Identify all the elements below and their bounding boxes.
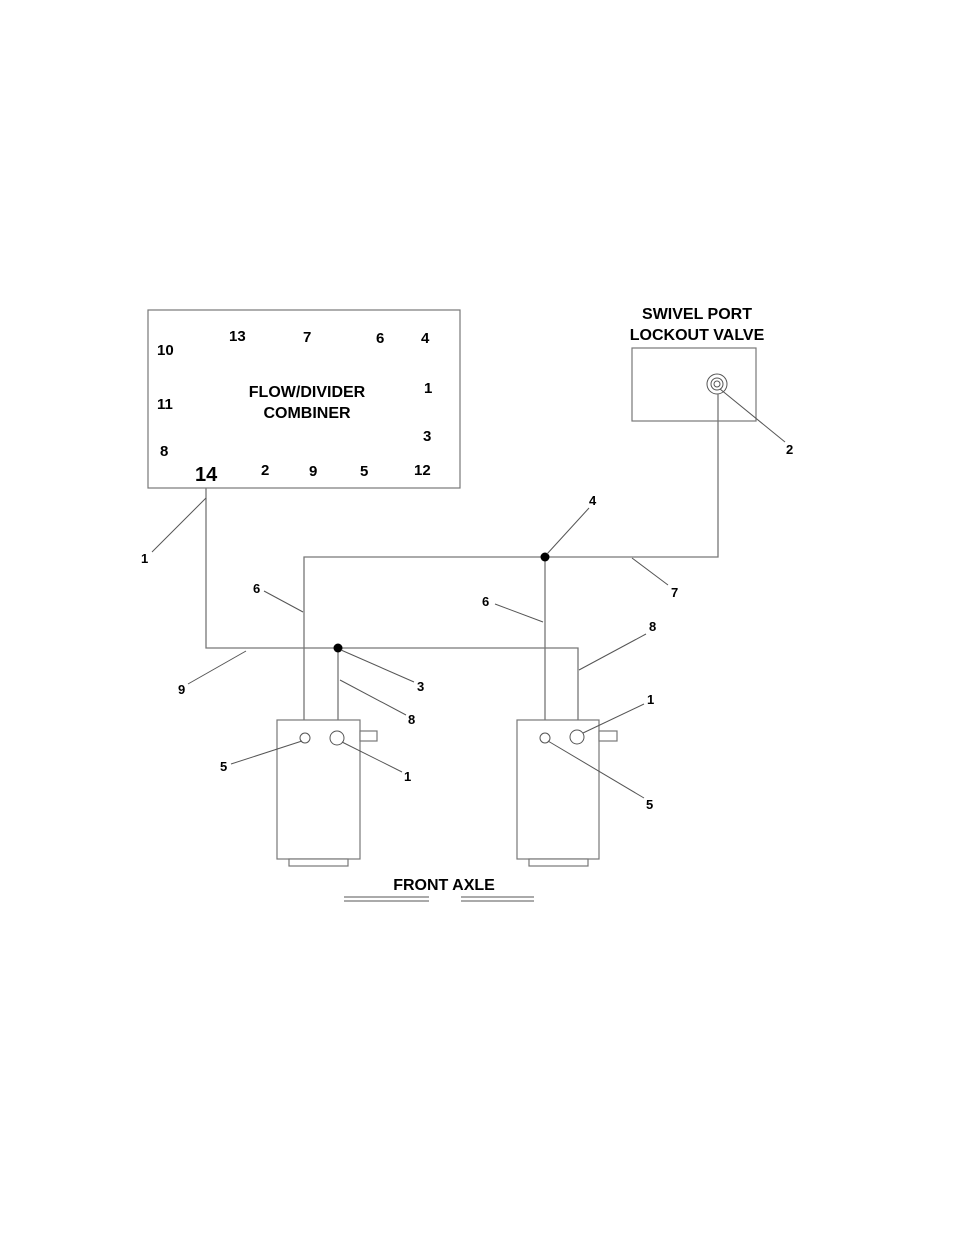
callout-hose-9: 9 [178, 682, 185, 697]
leader-9-hose [188, 651, 246, 684]
callout-valve-port-2: 2 [786, 442, 793, 457]
callout-hose-8-right: 8 [649, 619, 656, 634]
callout-hose-7: 7 [671, 585, 678, 600]
leader-8-right [579, 634, 646, 670]
lockout-valve-body [632, 348, 756, 421]
right-cylinder-base [529, 859, 588, 866]
callout-tee-3: 3 [417, 679, 424, 694]
leader-6-right [495, 604, 543, 622]
swivel-port-lockout-valve: SWIVEL PORT LOCKOUT VALVE [630, 306, 765, 421]
front-axle-label: FRONT AXLE [393, 877, 495, 894]
port-label-1: 1 [424, 380, 432, 397]
leader-7-hose [632, 558, 668, 585]
tee-fitting-upper [541, 553, 550, 562]
right-cylinder-body [517, 720, 599, 859]
flow-divider-title-line1: FLOW/DIVIDER [249, 384, 366, 401]
left-axle-cylinder [277, 720, 377, 866]
port-label-14: 14 [195, 464, 218, 486]
port-label-10: 10 [157, 342, 174, 359]
left-cylinder-base [289, 859, 348, 866]
callout-port-5-left: 5 [220, 759, 227, 774]
port-label-6: 6 [376, 330, 384, 347]
port-label-5: 5 [360, 463, 368, 480]
callout-tee-4: 4 [589, 493, 597, 508]
port-label-9: 9 [309, 463, 317, 480]
port-label-2: 2 [261, 462, 269, 479]
callout-hose-6-left: 6 [253, 581, 260, 596]
callout-hose-8-left: 8 [408, 712, 415, 727]
flow-divider-title-line2: COMBINER [263, 405, 351, 422]
leader-8-left [340, 680, 406, 715]
lockout-valve-port-inner [714, 381, 720, 387]
tee-fitting-lower [334, 644, 343, 653]
port-label-11: 11 [157, 396, 173, 413]
leader-6-left [264, 591, 303, 612]
left-cylinder-body [277, 720, 360, 859]
callout-numbers: 1 2 3 4 6 6 7 8 8 9 5 1 1 5 [141, 442, 793, 812]
lockout-valve-title-line1: SWIVEL PORT [642, 306, 752, 323]
callout-fitting-1-right: 1 [647, 692, 654, 707]
left-cylinder-stub [360, 731, 377, 741]
lockout-valve-title-line2: LOCKOUT VALVE [630, 327, 765, 344]
callout-hose-1: 1 [141, 551, 148, 566]
right-axle-cylinder [517, 720, 617, 866]
left-cylinder-large-port [330, 731, 344, 745]
front-axle-label-group: FRONT AXLE [344, 877, 534, 901]
port-label-12: 12 [414, 462, 431, 479]
right-cylinder-large-port [570, 730, 584, 744]
callout-hose-6-right: 6 [482, 594, 489, 609]
callout-fitting-1-left: 1 [404, 769, 411, 784]
port-label-4: 4 [421, 330, 430, 347]
callout-port-5-right: 5 [646, 797, 653, 812]
port-label-8: 8 [160, 443, 168, 460]
leader-1-right-fitting [583, 704, 644, 733]
port-label-13: 13 [229, 328, 246, 345]
port-label-7: 7 [303, 329, 311, 346]
hose-line-9-to-right-cylinder [206, 488, 578, 730]
right-cylinder-stub [599, 731, 617, 741]
leader-1-hose [152, 498, 206, 552]
flow-divider-combiner: 13 7 6 4 10 1 11 3 8 14 2 9 5 12 FLOW/DI… [148, 310, 460, 488]
leader-3-tee [341, 650, 414, 682]
leader-4-tee [547, 508, 589, 554]
port-label-3: 3 [423, 428, 431, 445]
